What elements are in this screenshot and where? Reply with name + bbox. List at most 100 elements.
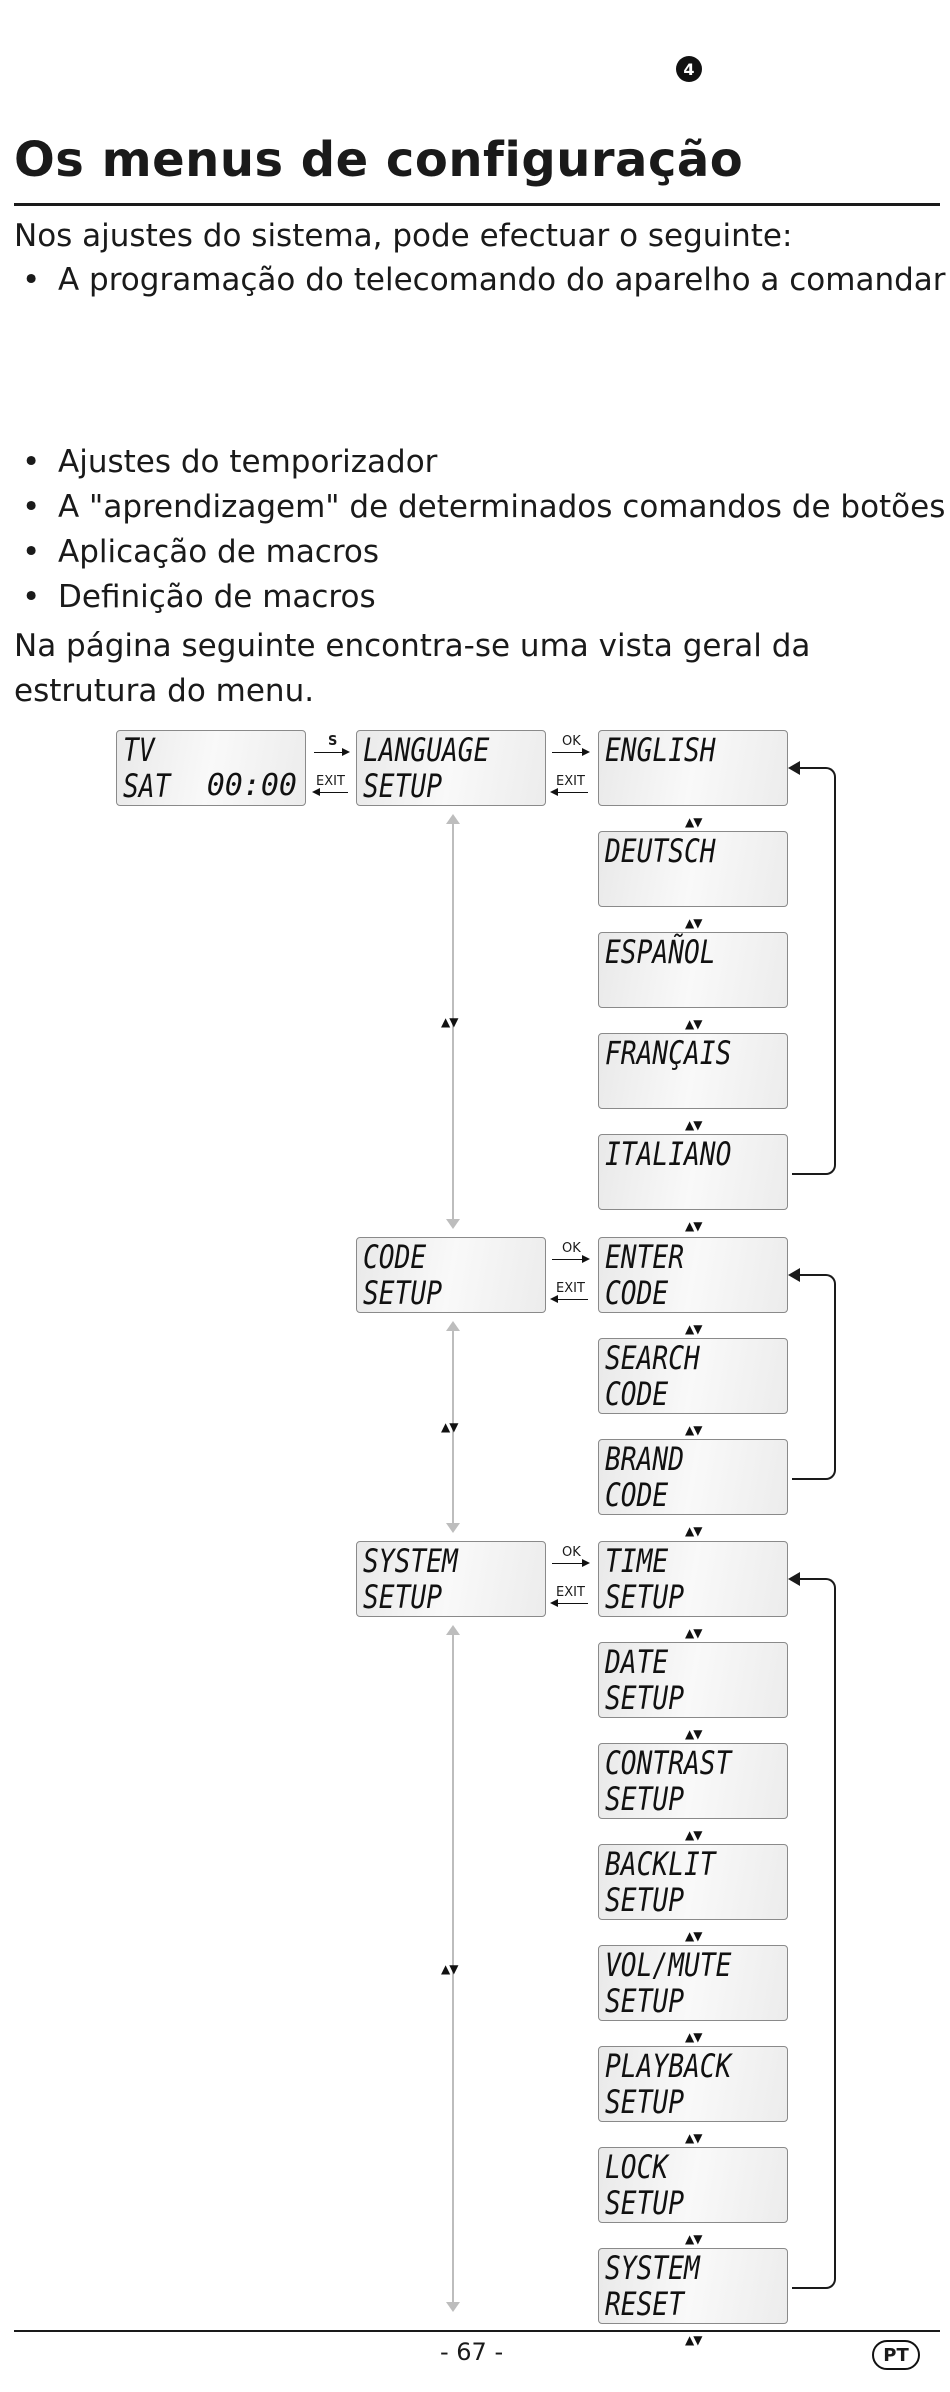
lcd-line-2: SAT (123, 767, 171, 805)
exit-arrow (550, 788, 588, 796)
lcd-line-1: TV (123, 731, 155, 769)
ok-arrow (552, 1255, 590, 1263)
lcd-line-1: SEARCH (605, 1339, 700, 1377)
ok-label: OK (562, 734, 581, 749)
menu-item: DEUTSCH (598, 831, 788, 907)
ok-label: OK (562, 1241, 581, 1256)
arrow-head (312, 788, 320, 796)
arrow-head (582, 1559, 590, 1567)
lcd-line-1: CODE (363, 1238, 427, 1276)
lcd-line-1: LANGUAGE (363, 731, 490, 769)
lcd-time: 00:00 (206, 768, 297, 803)
lcd-line-2: SETUP (363, 1578, 442, 1616)
lcd-line-2: SETUP (605, 1780, 684, 1818)
up-down-icon: ▲▼ (685, 1118, 702, 1132)
lcd-line-1: DATE (605, 1643, 669, 1681)
paragraph: Na página seguinte encontra-se uma vista… (14, 628, 811, 709)
up-down-icon: ▲▼ (685, 2333, 702, 2347)
lcd-line-1: VOL/MUTE (605, 1946, 732, 1984)
up-down-icon: ▲▼ (685, 1524, 702, 1538)
vertical-nav-line (446, 814, 460, 1229)
language-badge: PT (872, 2340, 920, 2370)
up-down-icon: ▲▼ (441, 1014, 458, 1029)
ok-label: OK (562, 1545, 581, 1560)
menu-item: ITALIANO (598, 1134, 788, 1210)
lcd-line-2: SETUP (605, 1881, 684, 1919)
exit-arrow (550, 1295, 588, 1303)
arrow-head (582, 1255, 590, 1263)
arrow-head (550, 1295, 558, 1303)
vertical-nav-line (446, 1625, 460, 2312)
s-key-label: S (328, 734, 338, 749)
lcd-line-1: BACKLIT (605, 1845, 716, 1883)
chapter-badge: 4 (676, 56, 702, 82)
up-down-icon: ▲▼ (685, 1322, 702, 1336)
up-down-icon: ▲▼ (441, 1420, 458, 1434)
exit-label: EXIT (316, 774, 345, 789)
bullet-list-a: A programação do telecomando do aparelho… (14, 258, 946, 303)
footer-rule (14, 2330, 940, 2332)
lcd-line-2: SETUP (605, 1578, 684, 1616)
lcd-line-1: ENGLISH (605, 731, 716, 769)
lcd-line-2: RESET (605, 2285, 684, 2323)
list-item: A programação do telecomando do aparelho… (14, 258, 946, 303)
arrow-head (342, 748, 350, 756)
menu-item: ESPAÑOL (598, 932, 788, 1008)
lcd-line-1: ESPAÑOL (605, 933, 716, 971)
up-down-icon: ▲▼ (685, 916, 702, 930)
page-number: - 67 - (440, 2338, 504, 2366)
lcd-line-1: DEUTSCH (605, 832, 716, 870)
lcd-line-1: TIME (605, 1542, 669, 1580)
list-item: A "aprendizagem" de determinados comando… (14, 485, 945, 530)
lcd-line-2: SETUP (363, 767, 442, 805)
arrow-head (582, 748, 590, 756)
up-down-icon: ▲▼ (685, 1017, 702, 1031)
arrow-head (788, 761, 800, 775)
bullet-list-b: Ajustes do temporizador A "aprendizagem"… (14, 440, 945, 620)
ok-arrow (552, 748, 590, 756)
up-down-icon: ▲▼ (685, 1929, 702, 1943)
arrow-head (788, 1268, 800, 1282)
lcd-line-2: CODE (605, 1476, 669, 1514)
up-down-icon: ▲▼ (685, 1828, 702, 1842)
menu-item: ENGLISH (598, 730, 788, 806)
lcd-line-2: CODE (605, 1274, 669, 1312)
lcd-line-1: SYSTEM (363, 1542, 458, 1580)
title-rule (14, 203, 940, 206)
lcd-line-1: FRANÇAIS (605, 1034, 732, 1072)
up-down-icon: ▲▼ (685, 1727, 702, 1741)
menu-item: FRANÇAIS (598, 1033, 788, 1109)
intro-text: Nos ajustes do sistema, pode efectuar o … (14, 218, 793, 254)
exit-label: EXIT (556, 1585, 585, 1600)
lcd-line-2: SETUP (605, 1982, 684, 2020)
up-down-icon: ▲▼ (441, 1961, 458, 1976)
up-down-icon: ▲▼ (685, 1219, 702, 1233)
exit-arrow (312, 788, 348, 796)
up-down-icon: ▲▼ (685, 2232, 702, 2246)
lcd-line-2: SETUP (605, 2184, 684, 2222)
loop-bracket (788, 1572, 836, 2289)
arrow-head (550, 1599, 558, 1607)
exit-arrow (550, 1599, 588, 1607)
up-down-icon: ▲▼ (685, 815, 702, 829)
list-item: Aplicação de macros (14, 530, 945, 575)
up-down-icon: ▲▼ (685, 2030, 702, 2044)
up-down-icon: ▲▼ (685, 1626, 702, 1640)
lcd-line-2: SETUP (605, 2083, 684, 2121)
list-item: Ajustes do temporizador (14, 440, 945, 485)
loop-bracket (788, 761, 836, 1175)
lcd-line-1: PLAYBACK (605, 2047, 732, 2085)
page-title: Os menus de configuração (14, 132, 744, 188)
lcd-line-1: ENTER (605, 1238, 684, 1276)
